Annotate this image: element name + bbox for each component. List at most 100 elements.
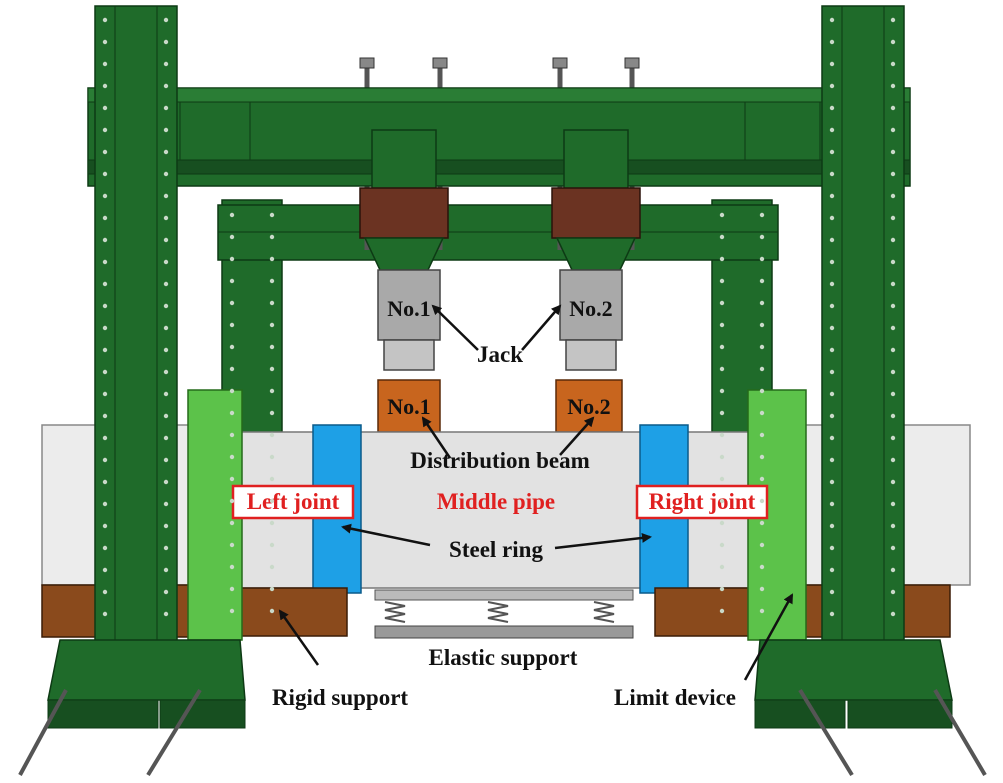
bolt-hole [163, 347, 169, 353]
bolt-hole [163, 369, 169, 375]
bolt-hole [163, 589, 169, 595]
bolt-hole [829, 149, 835, 155]
bolt-hole [102, 413, 108, 419]
bolt-hole [269, 256, 275, 262]
bolt-hole [163, 127, 169, 133]
bolt-hole [229, 608, 235, 614]
bolt-hole [890, 193, 896, 199]
bolt-hole [229, 498, 235, 504]
bolt-hole [890, 347, 896, 353]
bolt-hole [163, 523, 169, 529]
bolt-hole [890, 501, 896, 507]
bolt-hole [269, 520, 275, 526]
bolt-hole [269, 388, 275, 394]
bolt-hole [102, 501, 108, 507]
bolt-hole [269, 300, 275, 306]
bolt-hole [163, 435, 169, 441]
jack-no2 [559, 269, 623, 371]
bolt-hole [102, 193, 108, 199]
bolt-hole [269, 322, 275, 328]
bolt-hole [759, 454, 765, 460]
bolt-hole [829, 413, 835, 419]
bolt-hole [163, 545, 169, 551]
bolt-hole [163, 303, 169, 309]
bolt-hole [829, 127, 835, 133]
bolt-hole [719, 542, 725, 548]
bolt-hole [829, 479, 835, 485]
bolt-hole [890, 545, 896, 551]
top-crossbeam [87, 87, 911, 187]
rigid-support-label: Rigid support [272, 685, 408, 710]
bolt-hole [759, 476, 765, 482]
bolt-hole [229, 388, 235, 394]
elastic-support [374, 589, 634, 639]
bolt-hole [269, 476, 275, 482]
bolt-hole [829, 83, 835, 89]
bolt-hole [269, 212, 275, 218]
bolt-hole [229, 410, 235, 416]
bolt-hole [719, 608, 725, 614]
bolt-hole [890, 17, 896, 23]
bolt-hole [229, 542, 235, 548]
bolt-hole [102, 171, 108, 177]
bolt-hole [163, 237, 169, 243]
bolt-hole [269, 564, 275, 570]
left-joint-label: Left joint [247, 489, 340, 514]
bolt-hole [163, 391, 169, 397]
bolt-hole [229, 586, 235, 592]
bolt-hole [829, 501, 835, 507]
bolt-hole [890, 413, 896, 419]
bolt-hole [759, 388, 765, 394]
bolt-hole [229, 476, 235, 482]
bolt-hole [102, 281, 108, 287]
bolt-hole [269, 432, 275, 438]
bolt-hole [890, 281, 896, 287]
bolt-hole [890, 325, 896, 331]
bolt-hole [890, 39, 896, 45]
bolt-hole [829, 545, 835, 551]
bolt-hole [102, 17, 108, 23]
bolt-hole [890, 435, 896, 441]
bolt-hole [829, 105, 835, 111]
bolt-hole [269, 454, 275, 460]
bolt-hole [759, 278, 765, 284]
elastic-support-label: Elastic support [429, 645, 578, 670]
bolt-hole [890, 149, 896, 155]
bolt-hole [829, 435, 835, 441]
bolt-hole [759, 344, 765, 350]
bolt-hole [890, 457, 896, 463]
bolt-hole [759, 608, 765, 614]
bolt-hole [229, 564, 235, 570]
bolt-hole [829, 391, 835, 397]
bolt-hole [102, 391, 108, 397]
bolt-hole [890, 523, 896, 529]
bolt-hole [829, 347, 835, 353]
right-joint-label: Right joint [649, 489, 756, 514]
bolt-hole [759, 300, 765, 306]
anchor-rods [18, 688, 987, 777]
bolt-hole [829, 237, 835, 243]
beam-no1-label: No.1 [387, 394, 430, 419]
bolt-hole [719, 300, 725, 306]
jack-no1-label: No.1 [387, 296, 430, 321]
bolt-hole [163, 281, 169, 287]
rigid-support-left [231, 587, 348, 637]
jack-label: Jack [477, 342, 523, 367]
bolt-hole [890, 83, 896, 89]
bolt-hole [269, 498, 275, 504]
bolt-hole [759, 586, 765, 592]
bolt-hole [759, 498, 765, 504]
bolt-hole [719, 520, 725, 526]
bolt-hole [102, 259, 108, 265]
bolt-hole [102, 523, 108, 529]
bolt-hole [829, 567, 835, 573]
steel-ring-label: Steel ring [449, 537, 543, 562]
right-joint-box [635, 484, 769, 520]
bolt-hole [829, 325, 835, 331]
bolt-hole [890, 369, 896, 375]
bolt-hole [229, 432, 235, 438]
bolt-hole [102, 611, 108, 617]
bolt-hole [102, 457, 108, 463]
bolt-hole [269, 410, 275, 416]
bolt-hole [890, 171, 896, 177]
